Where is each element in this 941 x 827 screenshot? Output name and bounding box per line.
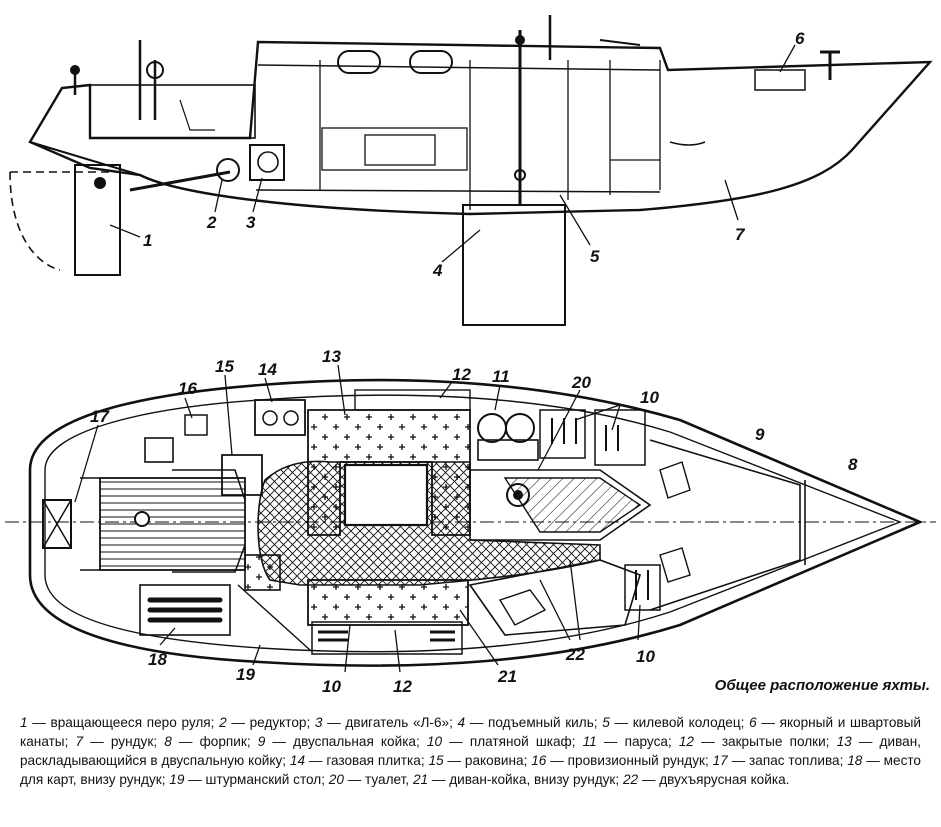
legend-number: 13 [836,734,852,749]
rudder-dashed [9,171,120,271]
legend-description: — раковина; [443,753,532,768]
legend-description: — закрытые полки; [693,734,837,749]
legend-number: 6 [749,715,757,730]
saloon-table [343,463,429,527]
porthole [337,50,381,74]
legend-number: 14 [289,753,306,768]
legend-number: 19 [169,772,185,787]
yacht-layout-drawing: 1 2 3 4 5 6 7 8 9 10 10 10 11 12 12 13 1… [5,15,936,696]
legend-number: 5 [602,715,610,730]
label-5: 5 [590,247,600,266]
label-3: 3 [246,213,256,232]
label-9: 9 [755,425,765,444]
legend-description: — форпик; [171,734,258,749]
label-10c: 10 [322,677,341,696]
leader-lines [74,44,796,673]
fuel-tank [42,499,72,549]
rudder-blade [74,164,121,276]
legend-description: — подъемный киль; [465,715,603,730]
label-4: 4 [432,261,443,280]
legend-number: 4 [457,715,466,730]
label-17: 17 [90,407,110,426]
label-19: 19 [236,665,255,684]
legend-description: — провизионный рундук; [546,753,713,768]
legend-description: — платяной шкаф; [442,734,583,749]
legend-number: 17 [712,753,728,768]
legend-description: — двухъярусная койка. [638,772,790,787]
legend-number: 8 [164,734,172,749]
porthole [409,50,453,74]
label-11: 11 [492,367,510,386]
label-6: 6 [795,29,805,48]
legend-number: 7 [75,734,84,749]
label-21: 21 [497,667,517,686]
label-12a: 12 [452,365,471,384]
hull-plan-outline [28,378,924,667]
legend-number: 22 [622,772,639,787]
legend-text: 1 — вращающееся перо руля; 2 — редуктор;… [20,713,921,789]
settee-13 [307,409,471,536]
settee-21 [307,579,469,626]
label-20: 20 [571,373,591,392]
legend-description: — туалет, [343,772,413,787]
legend-description: — двуспальная койка; [265,734,427,749]
legend-description: — рундук; [83,734,165,749]
label-10b: 10 [636,647,655,666]
legend-number: 10 [426,734,443,749]
legend-number: 3 [314,715,323,730]
legend-description: — запас топлива; [727,753,848,768]
legend-number: 12 [678,734,694,749]
legend-number: 11 [582,734,597,749]
label-14: 14 [258,360,277,379]
legend-number: 21 [412,772,429,787]
hull-side-outline [28,40,933,216]
plan-view [5,378,936,667]
label-8: 8 [848,455,858,474]
label-10a: 10 [640,388,659,407]
label-12b: 12 [393,677,412,696]
stove [254,399,306,436]
legend-number: 2 [219,715,227,730]
label-15: 15 [215,357,234,376]
legend-number: 9 [257,734,266,749]
legend-description: — якорный и швартовый канаты; [20,715,921,749]
legend-description: — газовая плитка; [305,753,429,768]
legend-number: 16 [531,753,547,768]
legend-number: 18 [847,753,863,768]
lifting-keel [462,204,566,326]
legend-description: — диван-койка, внизу рундук; [428,772,623,787]
label-2: 2 [206,213,217,232]
label-18: 18 [148,650,167,669]
label-1: 1 [143,231,152,250]
legend-description: — штурманский стол; [184,772,329,787]
side-view [9,15,933,326]
legend-description: — редуктор; [226,715,315,730]
figure-caption: Общее расположение яхты. [714,677,930,694]
legend-description: — килевой колодец; [609,715,750,730]
legend-description: — двигатель «Л-6»; [322,715,458,730]
legend-number: 1 [20,715,28,730]
legend-number: 20 [328,772,344,787]
legend-description: — место для карт, внизу рундук; [20,753,921,787]
label-7: 7 [735,225,746,244]
legend-number: 15 [428,753,444,768]
labels: 1 2 3 4 5 6 7 8 9 10 10 10 11 12 12 13 1… [90,29,858,696]
label-13: 13 [322,347,341,366]
cockpit-floor [99,477,246,571]
label-22: 22 [565,645,585,664]
legend-description: — вращающееся перо руля; [27,715,220,730]
label-16: 16 [178,379,197,398]
legend-description: — паруса; [596,734,679,749]
legend-description: — диван, раскладывающийся в двуспальную … [20,734,921,768]
